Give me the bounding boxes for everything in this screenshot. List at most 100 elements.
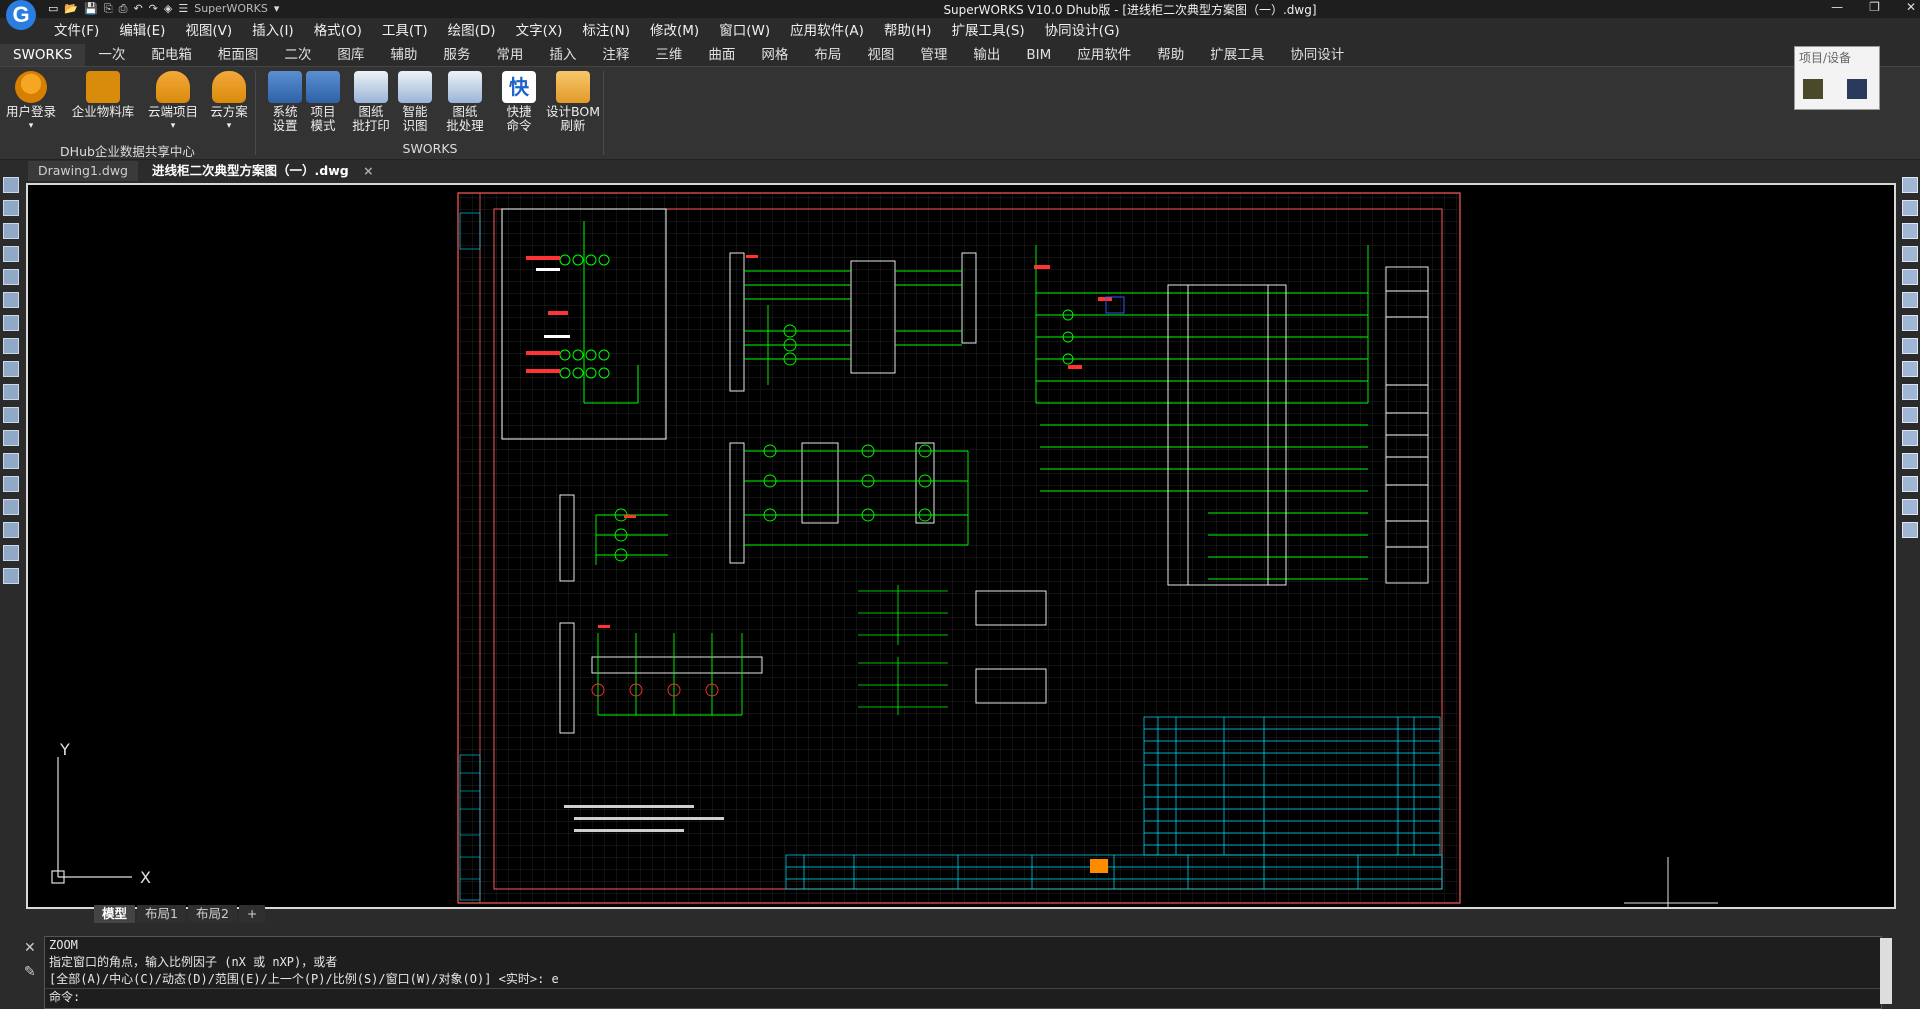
menu-item[interactable]: 标注(N) (582, 23, 631, 39)
command-scrollbar[interactable] (1880, 938, 1892, 1004)
maximize-button[interactable]: ❐ (1869, 0, 1880, 14)
save-icon[interactable]: 💾 (84, 2, 98, 15)
tool-icon[interactable] (1902, 338, 1918, 354)
close-icon[interactable]: × (363, 163, 374, 178)
redo-icon[interactable]: ↷ (148, 2, 158, 15)
menu-item[interactable]: 编辑(E) (119, 23, 166, 39)
ribbon-tab[interactable]: 二次 (284, 47, 312, 63)
system-settings-button[interactable]: 系统 设置 (260, 71, 310, 133)
ribbon-tab[interactable]: 协同设计 (1290, 47, 1345, 63)
ribbon-tab[interactable]: 插入 (549, 47, 577, 63)
tool-icon[interactable] (1902, 246, 1918, 262)
ribbon-tab[interactable]: 辅助 (390, 47, 418, 63)
ribbon-tab[interactable]: 图库 (337, 47, 365, 63)
tool-icon[interactable] (3, 269, 19, 285)
tool-icon[interactable] (3, 407, 19, 423)
tool-icon[interactable] (3, 499, 19, 515)
tool-icon[interactable] (1902, 315, 1918, 331)
layers-icon[interactable]: ◈ (163, 2, 173, 15)
ribbon-tab[interactable]: 三维 (655, 47, 683, 63)
doc-tab-active[interactable]: 进线柜二次典型方案图（一）.dwg × (142, 161, 384, 181)
tool-icon[interactable] (3, 177, 19, 193)
command-window[interactable]: ZOOM 指定窗口的角点，输入比例因子 (nX 或 nXP)，或者 [全部(A)… (44, 936, 1882, 1009)
ribbon-tab[interactable]: 布局 (814, 47, 842, 63)
undo-icon[interactable]: ↶ (133, 2, 143, 15)
workspace-icon[interactable]: ☰ (178, 2, 189, 15)
ribbon-tab[interactable]: 应用软件 (1077, 47, 1132, 63)
tool-icon[interactable] (1902, 292, 1918, 308)
minimize-button[interactable]: — (1831, 0, 1844, 14)
doc-tab-drawing1[interactable]: Drawing1.dwg (28, 161, 138, 181)
tool-icon[interactable] (3, 522, 19, 538)
tool-icon[interactable] (1902, 223, 1918, 239)
close-button[interactable]: ✕ (1905, 0, 1916, 14)
ribbon-tab[interactable]: 帮助 (1157, 47, 1185, 63)
tool-icon[interactable] (3, 200, 19, 216)
tool-icon[interactable] (3, 361, 19, 377)
tool-icon[interactable] (1902, 200, 1918, 216)
project-equipment-panel[interactable]: 项目/设备 (1794, 46, 1880, 110)
tool-icon[interactable] (1902, 453, 1918, 469)
cloud-project-button[interactable]: 云端项目 ▾ (146, 71, 200, 133)
ribbon-tab[interactable]: 常用 (496, 47, 524, 63)
menu-item[interactable]: 文字(X) (515, 23, 563, 39)
ribbon-tab[interactable]: 注释 (602, 47, 630, 63)
close-icon[interactable]: ✕ (24, 940, 36, 956)
menu-item[interactable]: 格式(O) (313, 23, 362, 39)
tab-layout2[interactable]: 布局2 (187, 905, 237, 923)
open-file-icon[interactable]: 📂 (64, 2, 79, 15)
tool-icon[interactable] (1902, 430, 1918, 446)
print-icon[interactable]: ⎙ (118, 1, 128, 15)
menu-item[interactable]: 协同设计(G) (1044, 23, 1120, 39)
menu-item[interactable]: 修改(M) (650, 23, 700, 39)
quick-command-button[interactable]: 快 快捷 命令 (494, 71, 544, 133)
tool-icon[interactable] (3, 246, 19, 262)
tool-icon[interactable] (3, 545, 19, 561)
menu-item[interactable]: 插入(I) (252, 23, 294, 39)
tool-icon[interactable] (1902, 384, 1918, 400)
enterprise-library-button[interactable]: 企业物料库 (70, 71, 136, 119)
ribbon-tab[interactable]: 柜面图 (217, 47, 259, 63)
menu-item[interactable]: 扩展工具(S) (951, 23, 1025, 39)
workspace-label[interactable]: SuperWORKS (194, 2, 268, 15)
ribbon-tab[interactable]: SWORKS (0, 44, 86, 66)
user-login-button[interactable]: 用户登录 ▾ (6, 71, 56, 133)
tool-icon[interactable] (3, 223, 19, 239)
cloud-scheme-button[interactable]: 云方案 ▾ (204, 71, 254, 133)
batch-print-button[interactable]: 图纸 批打印 (346, 71, 396, 133)
tool-icon[interactable] (3, 292, 19, 308)
save-as-icon[interactable]: ⎘ (103, 1, 113, 15)
tab-layout1[interactable]: 布局1 (137, 905, 186, 923)
app-logo-icon[interactable]: G (6, 0, 36, 30)
add-layout-button[interactable]: + (238, 905, 266, 923)
tool-icon[interactable] (3, 430, 19, 446)
drawing-canvas[interactable]: Y X (26, 183, 1896, 909)
menu-item[interactable]: 工具(T) (381, 23, 428, 39)
layout-nav[interactable] (26, 905, 92, 923)
tool-icon[interactable] (1902, 361, 1918, 377)
tool-icon[interactable] (1902, 499, 1918, 515)
tool-icon[interactable] (3, 476, 19, 492)
tool-icon[interactable] (1902, 522, 1918, 538)
tool-icon[interactable] (3, 338, 19, 354)
ribbon-tab[interactable]: 视图 (867, 47, 895, 63)
bom-refresh-button[interactable]: 设计BOM 刷新 (546, 71, 600, 133)
ribbon-tab[interactable]: BIM (1026, 47, 1052, 63)
batch-process-button[interactable]: 图纸 批处理 (440, 71, 490, 133)
new-file-icon[interactable]: ▭ (48, 2, 59, 15)
menu-item[interactable]: 帮助(H) (883, 23, 932, 39)
menu-item[interactable]: 文件(F) (54, 23, 100, 39)
ribbon-tab[interactable]: 配电箱 (151, 47, 192, 63)
smart-recognize-button[interactable]: 智能 识图 (390, 71, 440, 133)
menu-item[interactable]: 应用软件(A) (790, 23, 864, 39)
menu-item[interactable]: 窗口(W) (719, 23, 771, 39)
command-prompt[interactable]: 命令: (45, 988, 1881, 1006)
tool-icon[interactable] (1902, 177, 1918, 193)
ribbon-tab[interactable]: 管理 (920, 47, 948, 63)
tool-icon[interactable] (3, 315, 19, 331)
settings-icon[interactable]: ✎ (24, 964, 36, 980)
ribbon-tab[interactable]: 输出 (973, 47, 1001, 63)
ribbon-tab[interactable]: 网格 (761, 47, 789, 63)
tool-icon[interactable] (3, 384, 19, 400)
ribbon-tab[interactable]: 扩展工具 (1210, 47, 1265, 63)
